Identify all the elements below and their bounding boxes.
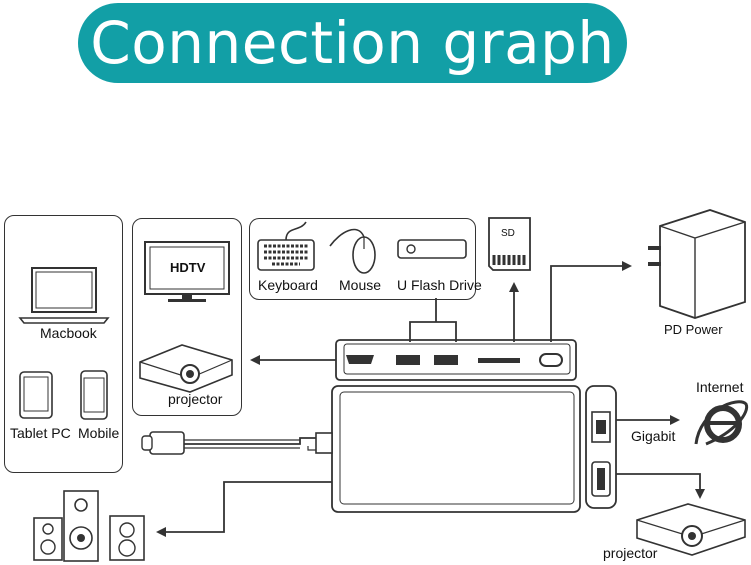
title-banner: Connection graph <box>78 3 627 83</box>
projector-icon <box>636 503 746 556</box>
sd-card-icon <box>488 217 531 271</box>
usb-c-hub-icon <box>141 339 617 513</box>
tablet-icon <box>19 371 53 419</box>
label-tablet-pc: Tablet PC <box>10 425 71 441</box>
label-projector: projector <box>168 391 223 407</box>
mouse-icon <box>329 228 376 274</box>
label-pd-power: PD Power <box>664 322 723 337</box>
label-vga-projector: projector <box>603 545 658 561</box>
label-hdtv: HDTV <box>170 260 206 275</box>
label-u-flash-drive: U Flash Drive <box>397 277 482 293</box>
label-mouse: Mouse <box>339 277 382 293</box>
label-macbook: Macbook <box>40 325 97 341</box>
speakers-icon <box>33 490 145 562</box>
label-internet: Internet <box>696 379 744 395</box>
computer-panel <box>4 215 123 473</box>
label-gigabit: Gigabit <box>631 428 676 444</box>
internet-explorer-icon <box>694 400 749 446</box>
label-sd: SD <box>501 228 515 239</box>
label-keyboard: Keyboard <box>258 277 318 293</box>
connection-arrows <box>156 261 705 537</box>
flash-drive-icon <box>397 239 467 259</box>
mobile-icon <box>80 370 108 420</box>
laptop-icon <box>18 267 110 324</box>
keyboard-icon <box>257 221 315 271</box>
label-mobile: Mobile <box>78 425 120 441</box>
power-adapter-icon <box>648 209 746 319</box>
projector-icon <box>139 344 233 393</box>
diagram-title: Connection graph <box>90 9 615 77</box>
tv-icon <box>144 241 230 302</box>
